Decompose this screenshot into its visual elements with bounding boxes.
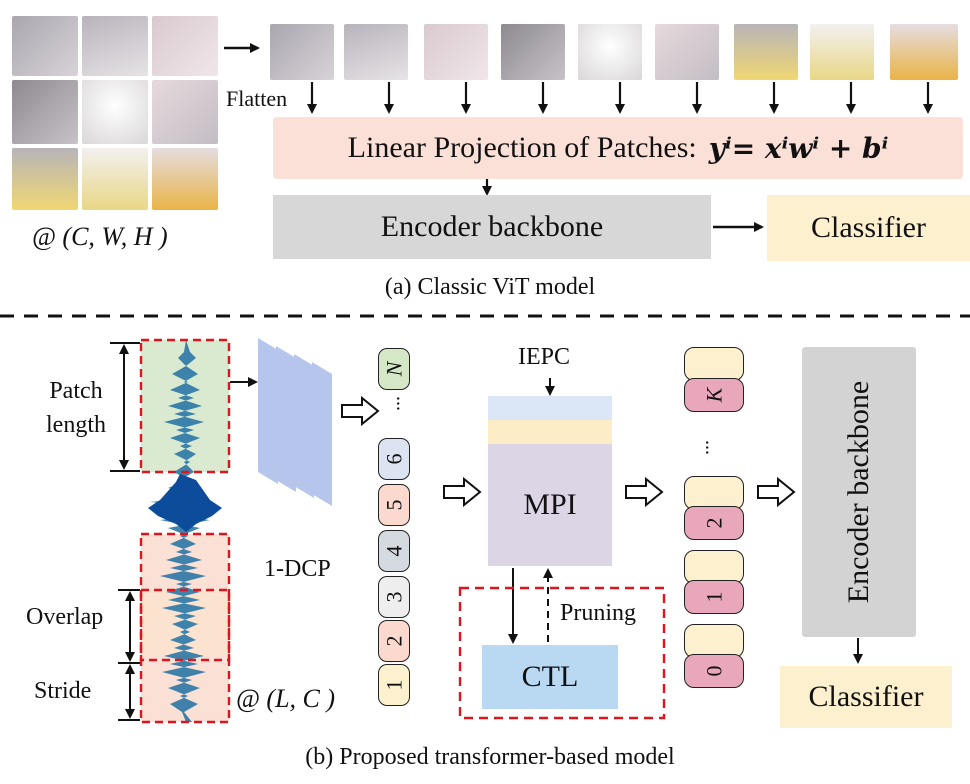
caption-b: (b) Proposed transformer-based model [305,744,675,770]
image-tile [82,16,148,76]
classifier-box: Classifier [767,195,970,261]
classifier-label: Classifier [811,211,926,244]
pruning-region [458,586,666,720]
kept-token-label: K [701,387,726,403]
flattened-patch [655,24,719,80]
ctl-box: CTL [482,645,618,709]
kept-token-label: 1 [701,591,726,603]
token-ellipsis: ... [392,396,414,411]
flattened-patch [734,24,798,80]
patch-token: 5 [378,484,410,526]
kept-token: 0 [684,654,744,688]
image-tile [152,148,218,210]
classifier-bottom-label: Classifier [808,680,924,713]
patch-token-label: N [381,361,406,377]
input-image-grid [12,16,218,210]
kept-token-label: 0 [701,665,726,677]
signal-shape-label: @ (L, C ) [236,684,336,713]
encoder-backbone-box: Encoder backbone [273,195,711,259]
stride-label: Stride [34,678,92,704]
kept-token: 1 [684,580,744,614]
mpi-top-blue [488,396,612,420]
patch-token: 1 [378,664,410,706]
image-tile [12,148,78,210]
patch-token-label: 1 [381,679,406,691]
mpi-box: MPI [488,444,612,566]
patch-outline-1 [139,338,231,474]
dcp-label: 1-DCP [264,556,331,582]
overlap-label: Overlap [26,604,104,630]
flattened-patch [810,24,874,80]
kept-token: K [684,378,744,412]
input-shape-label: @ (C, W, H ) [32,222,168,251]
mpi-top-yellow [488,420,612,444]
kept-token [684,347,744,381]
encoder-backbone-label: Encoder backbone [380,210,604,243]
patch-token-label: 4 [381,545,406,557]
patch-token: 2 [378,620,410,662]
linear-projection-equation: yⁱ= xⁱwⁱ + bⁱ [708,131,889,165]
flattened-patch [578,24,642,80]
stride-bracket [118,664,140,721]
patch-token-label: 2 [381,635,406,647]
linear-projection-label: Linear Projection of Patches: [347,131,697,164]
flatten-arrows [307,82,933,114]
kept-ellipsis: ... [701,440,723,455]
flattened-patch [270,24,334,80]
linear-projection-box: Linear Projection of Patches: yⁱ= xⁱwⁱ +… [273,117,963,179]
flattened-patch [501,24,565,80]
flattened-patch [890,24,958,80]
caption-a: (a) Classic ViT model [384,274,596,300]
kept-token-label: 2 [701,517,726,529]
iepc-label: IEPC [518,344,571,370]
image-tile [152,80,218,144]
mpi-label: MPI [523,488,577,521]
image-tile [152,16,218,76]
kept-token [684,624,744,658]
kept-token [684,550,744,584]
patch-token: 3 [378,576,410,618]
conv-planes [258,338,332,506]
patch-token: 4 [378,530,410,572]
classifier-box-bottom: Classifier [780,666,952,728]
ctl-label: CTL [521,660,579,693]
encoder-backbone-vertical-label: Encoder backbone [842,380,875,604]
flatten-label: Flatten [226,86,288,111]
overlap-bracket [118,589,140,664]
patch-length-label: Patch length [46,378,106,438]
flattened-patch [424,24,488,80]
image-tile [12,16,78,76]
hollow-arrows [341,395,796,508]
image-tile [12,80,78,144]
image-tile [82,148,148,210]
patch-token-label: 6 [381,453,406,465]
pruning-label: Pruning [560,600,637,626]
patch-length-bracket [110,342,140,472]
flattened-patch [344,24,408,80]
kept-token: 2 [684,506,744,540]
signal-dark-core [148,474,222,532]
patch-token: N [378,348,410,390]
patch-outline-3 [139,588,231,724]
patch-token: 6 [378,438,410,480]
patch-token-label: 3 [381,591,406,603]
encoder-backbone-vertical-box: Encoder backbone [802,347,916,637]
kept-token [684,476,744,510]
image-tile [82,80,148,144]
patch-token-label: 5 [381,499,406,511]
